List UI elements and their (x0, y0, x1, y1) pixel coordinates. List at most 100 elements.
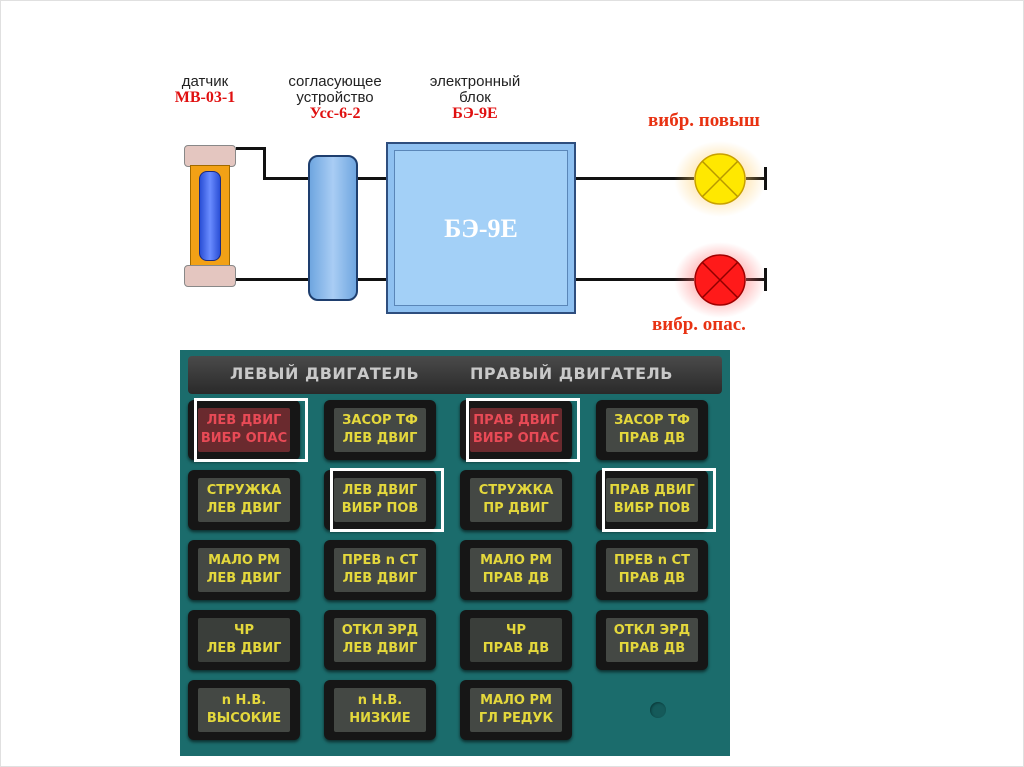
annunciator-face: n Н.В. ВЫСОКИЕ (198, 688, 290, 732)
annunciator-face: n Н.В. НИЗКИЕ (334, 688, 426, 732)
header-right-engine: ПРАВЫЙ ДВИГАТЕЛЬ (470, 364, 673, 383)
highlight-frame (330, 468, 444, 532)
panel-screw (650, 702, 666, 718)
matching-name-line1: согласующее (288, 73, 382, 90)
annunciator-line2: НИЗКИЕ (349, 711, 411, 726)
annunciator-face: ПРАВ ДВИГ ВИБР ОПАС (470, 408, 562, 452)
wire-out-bottom (574, 278, 694, 281)
annunciator-line2: ВИБР ОПАС (200, 431, 288, 446)
electronic-unit-block: БЭ-9Е (386, 142, 576, 314)
annunciator-line1: n Н.В. (221, 693, 267, 708)
annunciator-button[interactable]: МАЛО РМ ГЛ РЕДУК (460, 680, 572, 740)
annunciator-line2: ВИБР ПОВ (341, 501, 419, 516)
wire-sensor-top-b (263, 147, 266, 180)
annunciator-line2: ЛЕВ ДВИГ (342, 431, 418, 446)
annunciator-face: МАЛО РМ ПРАВ ДВ (470, 548, 562, 592)
annunciator-line1: ПРАВ ДВИГ (473, 413, 559, 428)
annunciator-button[interactable]: ПРАВ ДВИГ ВИБР ПОВ (596, 470, 708, 530)
wire-mid-bottom (357, 278, 387, 281)
annunciator-line1: ПРЕВ n СТ (614, 553, 690, 568)
annunciator-face: МАЛО РМ ГЛ РЕДУК (470, 688, 562, 732)
lamp-yellow-icon (674, 141, 766, 217)
annunciator-line1: ЛЕВ ДВИГ (342, 483, 418, 498)
matching-device-block (308, 155, 358, 301)
panel-header: ЛЕВЫЙ ДВИГАТЕЛЬ ПРАВЫЙ ДВИГАТЕЛЬ (188, 356, 722, 394)
highlight-frame (466, 398, 580, 462)
annunciator-line2: ЛЕВ ДВИГ (206, 501, 282, 516)
highlight-frame (194, 398, 308, 462)
annunciator-button[interactable]: ЧР ПРАВ ДВ (460, 610, 572, 670)
annunciator-line2: ПРАВ ДВ (618, 431, 686, 446)
annunciator-line1: ЧР (233, 623, 255, 638)
annunciator-line2: ЛЕВ ДВИГ (342, 571, 418, 586)
annunciator-line1: ПРЕВ n СТ (342, 553, 418, 568)
annunciator-line2: ПРАВ ДВ (618, 641, 686, 656)
highlight-frame (602, 468, 716, 532)
annunciator-line1: ОТКЛ ЭРД (341, 623, 419, 638)
sensor-name: датчик (181, 73, 229, 90)
annunciator-button[interactable]: ПРЕВ n СТ ЛЕВ ДВИГ (324, 540, 436, 600)
matching-device-label: согласующее устройство Усс-6-2 (270, 74, 400, 122)
matching-model: Усс-6-2 (309, 105, 361, 122)
annunciator-line1: ПРАВ ДВИГ (609, 483, 695, 498)
annunciator-button[interactable]: СТРУЖКА ЛЕВ ДВИГ (188, 470, 300, 530)
wire-sensor-bottom (236, 278, 309, 281)
annunciator-line2: ВЫСОКИЕ (206, 711, 282, 726)
annunciator-face: ЧР ЛЕВ ДВИГ (198, 618, 290, 662)
wire-mid-top (357, 177, 387, 180)
annunciator-face: ЛЕВ ДВИГ ВИБР ПОВ (334, 478, 426, 522)
annunciator-button[interactable]: ОТКЛ ЭРД ЛЕВ ДВИГ (324, 610, 436, 670)
annunciator-line2: ПРАВ ДВ (482, 571, 550, 586)
annunciator-button[interactable]: МАЛО РМ ПРАВ ДВ (460, 540, 572, 600)
annunciator-line1: МАЛО РМ (480, 693, 552, 708)
wire-out-top (574, 177, 694, 180)
unit-name-line1: электронный (429, 73, 521, 90)
annunciator-face: ПРЕВ n СТ ПРАВ ДВ (606, 548, 698, 592)
annunciator-face: ЗАСОР ТФ ЛЕВ ДВИГ (334, 408, 426, 452)
annunciator-line2: ГЛ РЕДУК (478, 711, 554, 726)
matching-name-line2: устройство (296, 89, 374, 106)
annunciator-face: ПРАВ ДВИГ ВИБР ПОВ (606, 478, 698, 522)
annunciator-button[interactable]: ОТКЛ ЭРД ПРАВ ДВ (596, 610, 708, 670)
annunciator-line1: СТРУЖКА (478, 483, 554, 498)
annunciator-button[interactable]: ЗАСОР ТФ ЛЕВ ДВИГ (324, 400, 436, 460)
wire-sensor-top-a (236, 147, 265, 150)
annunciator-button[interactable]: МАЛО РМ ЛЕВ ДВИГ (188, 540, 300, 600)
annunciator-line2: ЛЕВ ДВИГ (206, 641, 282, 656)
annunciator-line1: СТРУЖКА (206, 483, 282, 498)
electronic-unit-box-label: БЭ-9Е (444, 214, 518, 243)
header-left-engine: ЛЕВЫЙ ДВИГАТЕЛЬ (230, 364, 420, 383)
annunciator-face: ОТКЛ ЭРД ЛЕВ ДВИГ (334, 618, 426, 662)
unit-name-line2: блок (459, 89, 491, 106)
annunciator-face: СТРУЖКА ЛЕВ ДВИГ (198, 478, 290, 522)
annunciator-face: ПРЕВ n СТ ЛЕВ ДВИГ (334, 548, 426, 592)
annunciator-line1: МАЛО РМ (480, 553, 552, 568)
annunciator-face: ОТКЛ ЭРД ПРАВ ДВ (606, 618, 698, 662)
annunciator-button[interactable]: ПРЕВ n СТ ПРАВ ДВ (596, 540, 708, 600)
annunciator-line1: МАЛО РМ (208, 553, 280, 568)
annunciator-button[interactable]: ЛЕВ ДВИГ ВИБР ПОВ (324, 470, 436, 530)
sensor-body (184, 145, 236, 287)
annunciator-button[interactable]: ПРАВ ДВИГ ВИБР ОПАС (460, 400, 572, 460)
annunciator-line1: n Н.В. (357, 693, 403, 708)
annunciator-line2: ПРАВ ДВ (482, 641, 550, 656)
sensor-model: МВ-03-1 (174, 89, 236, 106)
annunciator-button[interactable]: ЧР ЛЕВ ДВИГ (188, 610, 300, 670)
annunciator-button[interactable]: n Н.В. ВЫСОКИЕ (188, 680, 300, 740)
annunciator-line2: ЛЕВ ДВИГ (342, 641, 418, 656)
annunciator-line1: ЧР (505, 623, 527, 638)
annunciator-button[interactable]: n Н.В. НИЗКИЕ (324, 680, 436, 740)
annunciator-line2: ЛЕВ ДВИГ (206, 571, 282, 586)
annunciator-face: МАЛО РМ ЛЕВ ДВИГ (198, 548, 290, 592)
annunciator-line2: ПРАВ ДВ (618, 571, 686, 586)
annunciator-line1: ЗАСОР ТФ (342, 413, 418, 428)
lamp-red-icon (674, 242, 766, 318)
annunciator-line1: ОТКЛ ЭРД (613, 623, 691, 638)
annunciator-line2: ВИБР ОПАС (472, 431, 560, 446)
annunciator-line2: ВИБР ПОВ (613, 501, 691, 516)
